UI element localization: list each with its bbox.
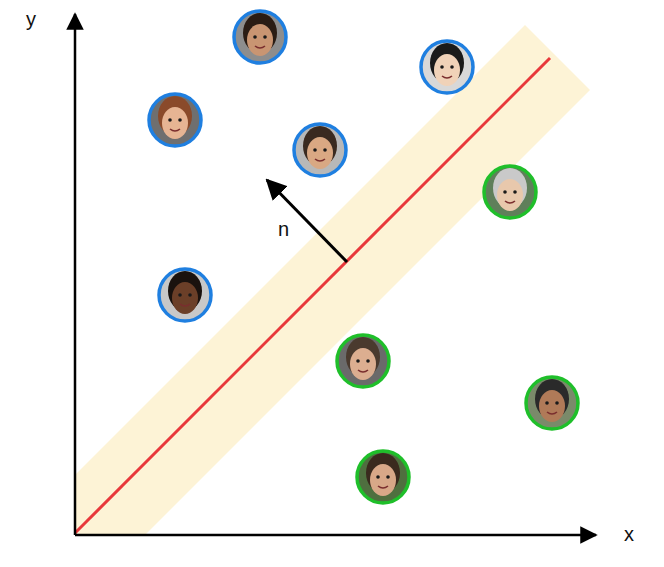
vector-label: n <box>278 219 289 239</box>
y-axis <box>74 14 77 535</box>
face <box>247 24 273 56</box>
mouth <box>378 486 388 488</box>
eye <box>440 65 444 69</box>
mouth <box>358 370 368 372</box>
axis-label: x <box>624 524 634 544</box>
face-portrait <box>484 166 536 218</box>
face <box>497 179 523 211</box>
mouth <box>442 76 452 78</box>
face-portrait <box>357 451 409 503</box>
portrait-ground <box>337 335 389 387</box>
class-ring <box>357 451 409 503</box>
class-ring <box>159 269 211 321</box>
face-portrait <box>421 41 473 93</box>
face-portrait <box>294 124 346 176</box>
class-ring <box>149 94 201 146</box>
eye <box>263 35 267 39</box>
mouth <box>255 46 265 48</box>
class-ring <box>484 166 536 218</box>
face-portrait <box>337 335 389 387</box>
eye <box>313 148 317 152</box>
eye <box>253 35 257 39</box>
face-group <box>149 11 578 503</box>
portrait-ground <box>421 41 473 93</box>
face <box>539 390 565 422</box>
eye <box>178 118 182 122</box>
portrait-ground <box>149 94 201 146</box>
eye <box>386 475 390 479</box>
class-ring <box>294 124 346 176</box>
eye <box>503 190 507 194</box>
decision-line <box>75 58 550 533</box>
face-portrait <box>234 11 286 63</box>
portrait-ground <box>234 11 286 63</box>
portrait-ground <box>526 377 578 429</box>
eye <box>168 118 172 122</box>
portrait-ground <box>159 269 211 321</box>
mouth <box>170 129 180 131</box>
face <box>434 54 460 86</box>
eye <box>323 148 327 152</box>
face-portrait <box>159 269 211 321</box>
eye <box>376 475 380 479</box>
mouth <box>315 159 325 161</box>
axis-label: y <box>26 9 36 29</box>
margin-band <box>75 25 590 535</box>
eye <box>555 401 559 405</box>
portrait-ground <box>357 451 409 503</box>
portrait-ground <box>294 124 346 176</box>
mouth <box>180 304 190 306</box>
class-ring <box>421 41 473 93</box>
face <box>172 282 198 314</box>
normal-vector <box>267 180 347 262</box>
face-portrait <box>526 377 578 429</box>
mouth <box>547 412 557 414</box>
eye <box>450 65 454 69</box>
class-ring <box>337 335 389 387</box>
face <box>370 464 396 496</box>
eye <box>513 190 517 194</box>
face-portrait <box>149 94 201 146</box>
face <box>307 137 333 169</box>
face <box>162 107 188 139</box>
portrait-ground <box>484 166 536 218</box>
eye <box>366 359 370 363</box>
face <box>350 348 376 380</box>
mouth <box>505 201 515 203</box>
x-axis <box>75 534 596 537</box>
class-ring <box>234 11 286 63</box>
eye <box>178 293 182 297</box>
eye <box>356 359 360 363</box>
eye <box>545 401 549 405</box>
eye <box>188 293 192 297</box>
class-ring <box>526 377 578 429</box>
